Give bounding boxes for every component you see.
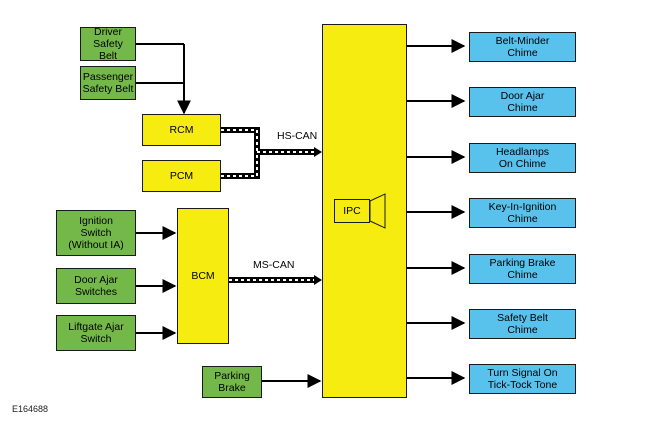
- output-label: Turn Signal On Tick-Tock Tone: [487, 367, 558, 391]
- output-turn-signal-tone: Turn Signal On Tick-Tock Tone: [469, 364, 576, 394]
- ms-can-label: MS-CAN: [253, 259, 295, 271]
- pcm-label: PCM: [169, 170, 194, 182]
- door-ajar-switches-label: Door Ajar Switches: [74, 274, 118, 298]
- bcm-label: BCM: [191, 270, 215, 282]
- ipc-inner-box: IPC: [334, 199, 370, 223]
- output-parking-brake-chime: Parking Brake Chime: [469, 254, 576, 284]
- speaker-icon: [369, 193, 386, 229]
- ignition-switch-box: Ignition Switch (Without IA): [56, 210, 136, 256]
- output-safety-belt-chime: Safety Belt Chime: [469, 309, 576, 339]
- passenger-safety-belt-label: Passenger Safety Belt: [82, 71, 134, 95]
- output-label: Key-In-Ignition Chime: [488, 201, 557, 225]
- output-headlamps-on-chime: Headlamps On Chime: [469, 143, 576, 173]
- hs-can-label: HS-CAN: [277, 130, 318, 142]
- driver-safety-belt-box: Driver Safety Belt: [80, 26, 136, 62]
- rcm-box: RCM: [142, 114, 221, 146]
- output-label: Parking Brake Chime: [489, 257, 556, 281]
- output-door-ajar-chime: Door Ajar Chime: [469, 87, 576, 117]
- rcm-label: RCM: [169, 124, 194, 136]
- driver-safety-belt-label: Driver Safety Belt: [93, 26, 123, 62]
- liftgate-ajar-switch-box: Liftgate Ajar Switch: [56, 315, 136, 351]
- figure-id: E164688: [12, 404, 49, 414]
- output-key-in-ignition-chime: Key-In-Ignition Chime: [469, 198, 576, 228]
- output-arrows: [407, 39, 466, 385]
- output-label: Door Ajar Chime: [500, 90, 545, 114]
- ms-can-bus: [229, 275, 322, 285]
- output-belt-minder-chime: Belt-Minder Chime: [469, 32, 576, 62]
- parking-brake-label: Parking Brake: [214, 370, 250, 394]
- liftgate-ajar-switch-label: Liftgate Ajar Switch: [68, 321, 124, 345]
- door-ajar-switches-box: Door Ajar Switches: [56, 268, 136, 304]
- bcm-box: BCM: [177, 208, 229, 344]
- pcm-box: PCM: [142, 160, 221, 192]
- ipc-label: IPC: [343, 205, 361, 217]
- parking-brake-box: Parking Brake: [202, 366, 262, 398]
- hs-can-bus: [221, 127, 322, 179]
- ignition-switch-label: Ignition Switch (Without IA): [68, 215, 124, 251]
- output-label: Safety Belt Chime: [497, 312, 548, 336]
- passenger-safety-belt-box: Passenger Safety Belt: [80, 66, 136, 100]
- output-label: Headlamps On Chime: [495, 146, 550, 170]
- output-label: Belt-Minder Chime: [495, 35, 550, 59]
